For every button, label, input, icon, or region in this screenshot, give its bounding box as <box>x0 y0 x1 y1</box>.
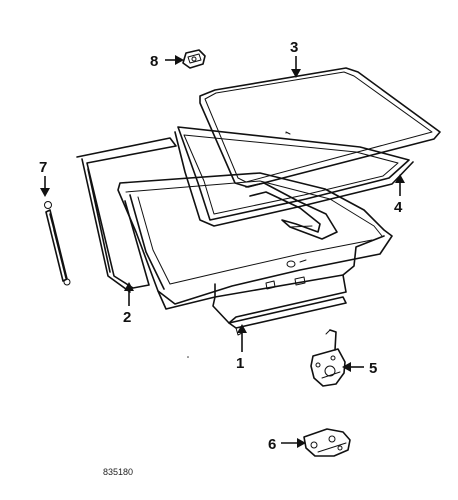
callout-6: 6 <box>268 436 276 453</box>
scan-specks <box>187 132 287 358</box>
callout-5: 5 <box>369 360 377 377</box>
callout-8: 8 <box>150 53 158 70</box>
latch-part-5 <box>310 329 346 387</box>
support-strut-part-7 <box>44 201 71 286</box>
callout-2: 2 <box>123 309 131 326</box>
striker-part-6 <box>303 428 351 457</box>
diagram-code: 835180 <box>103 467 133 477</box>
glass-part-3 <box>199 67 441 188</box>
callout-7: 7 <box>39 159 47 176</box>
callout-1: 1 <box>236 355 244 372</box>
leader-arrows <box>40 55 405 448</box>
callout-3: 3 <box>290 39 298 56</box>
liftgate-panel-part-1 <box>117 172 393 336</box>
weatherstrip-part-2 <box>76 137 177 293</box>
callout-labels: 1 2 3 4 5 6 7 8 <box>39 39 403 453</box>
callout-4: 4 <box>394 199 403 216</box>
stop-bumper-part-8 <box>182 49 206 69</box>
